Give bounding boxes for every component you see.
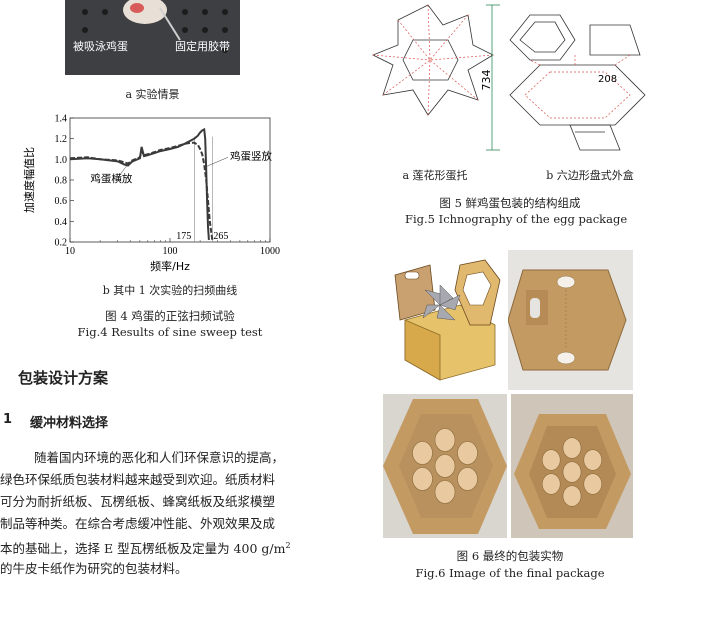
series-line-2 bbox=[69, 127, 210, 240]
superscript: 2 bbox=[285, 541, 291, 550]
egg bbox=[412, 467, 433, 491]
fig4-title-cn: 图 4 鸡蛋的正弦扫频试验 bbox=[105, 309, 235, 323]
egg bbox=[434, 480, 456, 504]
fig4-title-en: Fig.4 Results of sine sweep test bbox=[77, 325, 263, 339]
fig5-title-cn: 图 5 鲜鸡蛋包装的结构组成 bbox=[439, 196, 581, 210]
egg bbox=[541, 473, 561, 495]
fig5-title-en: Fig.5 Ichnography of the egg package bbox=[405, 212, 628, 226]
series-line-1 bbox=[69, 141, 214, 241]
fig5-caption-b: b 六边形盘式外盒 bbox=[546, 169, 634, 182]
egg bbox=[457, 441, 478, 465]
y-tick-label: 0.4 bbox=[55, 217, 68, 228]
y-tick-label: 1.4 bbox=[55, 114, 68, 125]
photo-label-egg: 被吸泳鸡蛋 bbox=[73, 40, 128, 53]
body-line-3: 可分为耐折纸板、瓦楞纸板、蜂窝纸板及纸浆模塑 bbox=[0, 494, 276, 509]
chart-lines bbox=[69, 127, 214, 242]
x-axis-label: 频率/Hz bbox=[150, 259, 190, 273]
x-tick-label: 100 bbox=[163, 246, 178, 257]
experiment-photo-image bbox=[65, 0, 240, 75]
series-label-upright: 鸡蛋竖放 bbox=[230, 149, 272, 162]
y-tick-label: 1.2 bbox=[55, 134, 68, 145]
fig6-title-cn: 图 6 最终的包装实物 bbox=[456, 549, 564, 563]
x-tick-label: 1000 bbox=[260, 246, 280, 257]
body-line-2: 绿色环保纸质包装材料越来越受到欢迎。纸质材料 bbox=[0, 472, 276, 487]
fig4-caption-a: a 实验情景 bbox=[125, 88, 180, 101]
eggs-left-image bbox=[383, 394, 507, 538]
dim-734: 734 bbox=[480, 70, 493, 91]
hex-box-dieline: 734 208 bbox=[480, 4, 646, 151]
body-line-4: 制品等种类。在综合考虑缓冲性能、外观效果及成 bbox=[0, 516, 276, 531]
y-tick-label: 1.0 bbox=[55, 155, 68, 166]
package-render bbox=[385, 250, 505, 390]
egg bbox=[583, 473, 603, 495]
lotus-tray-dieline bbox=[372, 4, 494, 116]
egg bbox=[412, 441, 433, 465]
chart-axes bbox=[69, 117, 271, 243]
series-label-leader bbox=[206, 157, 229, 167]
body-line-5: 本的基础上，选择 E 型瓦楞纸板及定量为 400 g/m2 bbox=[0, 535, 291, 559]
photo-lotus-tray-eggs bbox=[511, 394, 633, 538]
fig6-title-en: Fig.6 Image of the final package bbox=[415, 566, 605, 580]
egg bbox=[541, 449, 561, 471]
annotation-265: 265 bbox=[213, 231, 228, 242]
photo-closed-box bbox=[508, 250, 633, 390]
x-tick-label: 10 bbox=[65, 246, 75, 257]
photo-label-tape: 固定用胶带 bbox=[175, 40, 230, 53]
body-line-1: 随着国内环境的恶化和人们环保意识的提高， bbox=[34, 450, 285, 465]
egg bbox=[562, 437, 582, 459]
package-render-image bbox=[394, 259, 501, 381]
series-label-flat: 鸡蛋横放 bbox=[90, 172, 132, 185]
egg bbox=[583, 449, 603, 471]
egg bbox=[562, 461, 582, 483]
fig5-caption-a: a 莲花形蛋托 bbox=[402, 169, 468, 182]
photo-closed-box-image bbox=[508, 250, 633, 390]
eggs-right-image bbox=[511, 394, 633, 538]
section-heading: 包装设计方案 bbox=[18, 369, 109, 387]
egg bbox=[457, 467, 478, 491]
body-line-6: 的牛皮卡纸作为研究的包装材料。 bbox=[0, 561, 188, 576]
fig4-caption-b: b 其中 1 次实验的扫频曲线 bbox=[102, 284, 238, 297]
y-tick-label: 0.8 bbox=[55, 176, 68, 187]
annotation-175: 175 bbox=[176, 231, 191, 242]
body-line-5-text: 本的基础上，选择 E 型瓦楞纸板及定量为 400 g/m bbox=[0, 541, 286, 557]
subheading-number: 1 bbox=[3, 412, 13, 427]
egg bbox=[434, 454, 456, 478]
y-tick-label: 0.2 bbox=[55, 238, 68, 249]
dim-208: 208 bbox=[598, 74, 617, 85]
y-tick-label: 0.6 bbox=[55, 196, 68, 207]
y-axis-label: 加速度幅值比 bbox=[22, 147, 36, 213]
photo-open-box-eggs bbox=[383, 394, 507, 538]
egg bbox=[434, 428, 456, 452]
series-label-leader bbox=[117, 165, 128, 179]
subheading: 缓冲材料选择 bbox=[30, 416, 109, 431]
experiment-photo: 被吸泳鸡蛋 固定用胶带 bbox=[65, 0, 240, 75]
egg bbox=[562, 485, 582, 507]
